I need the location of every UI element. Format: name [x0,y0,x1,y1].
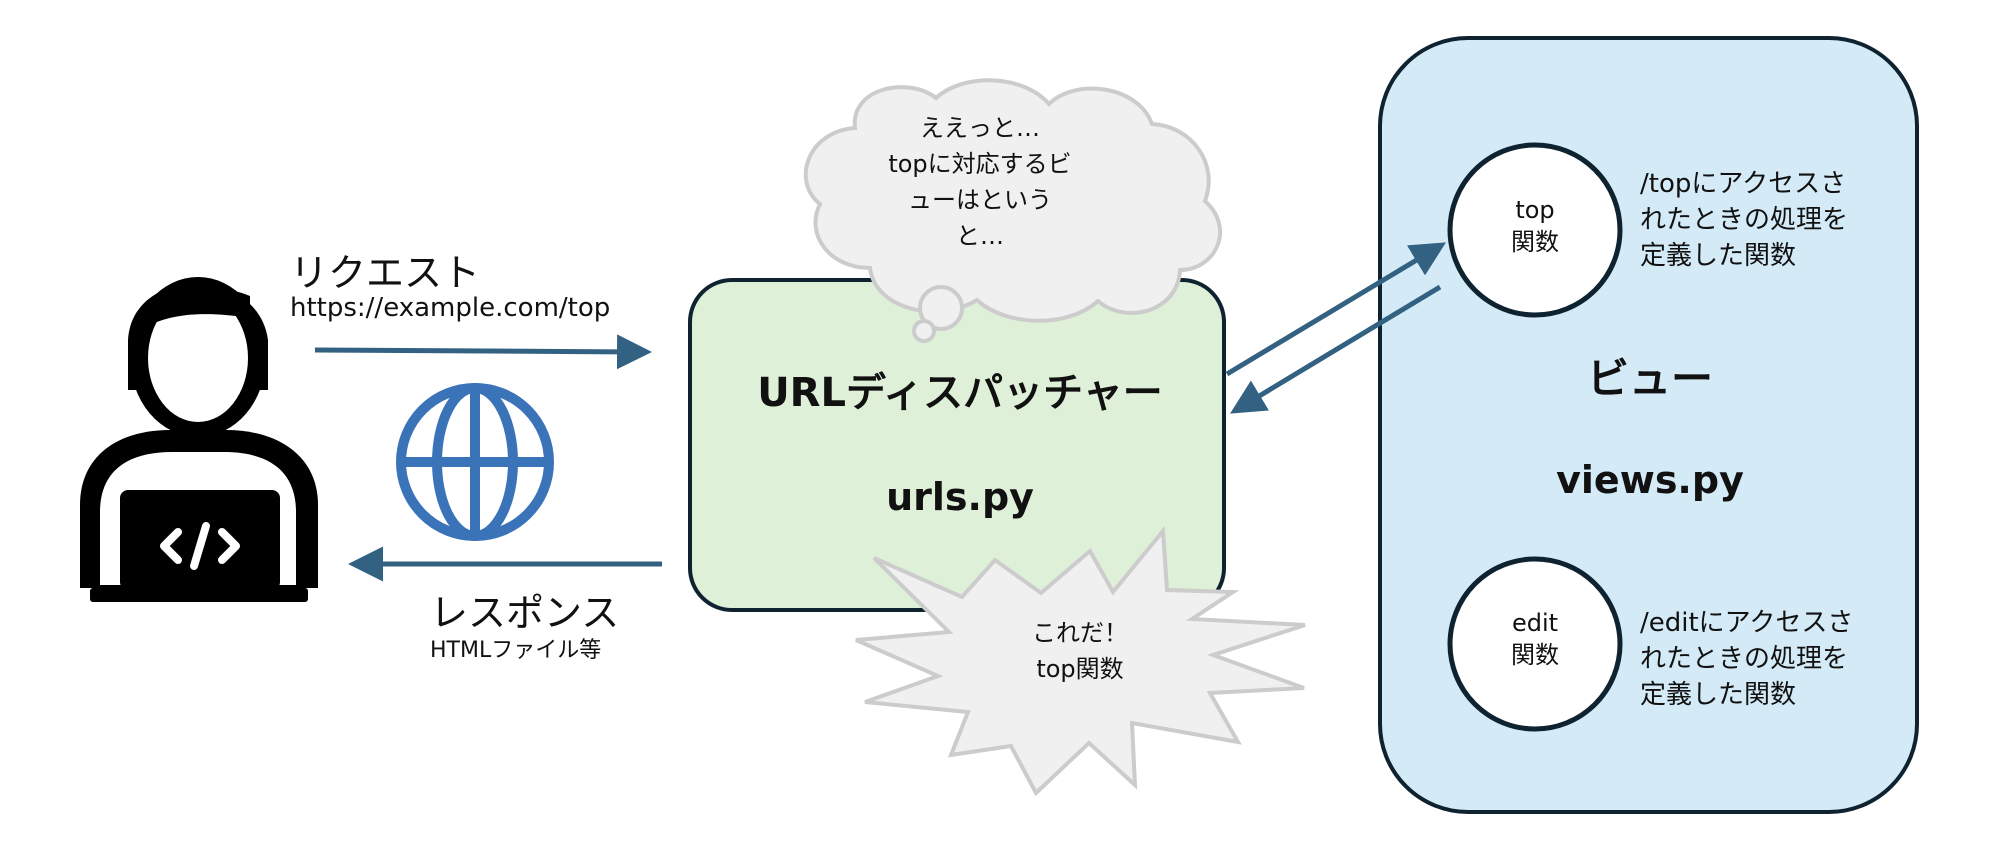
description-line: 定義した関数 [1640,241,1797,271]
description-line: /editにアクセスさ [1640,608,1854,638]
request-title: リクエスト [290,251,481,295]
function-kind: 関数 [1511,228,1559,256]
view-title: ビュー [1586,354,1713,403]
dispatcher-file: urls.py [886,475,1034,519]
thought-line: ええっと… [920,114,1040,142]
description-line: /topにアクセスさ [1640,169,1847,199]
thought-line: と… [956,222,1004,250]
dispatcher-to-view-arrow [1225,242,1446,377]
thought-line: ューはという [908,186,1052,214]
top-function-label: top 関数 [1475,194,1595,258]
function-name: top [1515,196,1555,224]
burst-bubble [855,525,1306,797]
thought-bubble-text: ええっと… topに対応するビ ューはという と… [850,110,1110,254]
thought-bubble [803,78,1223,343]
description-line: 定義した関数 [1640,680,1797,710]
developer-icon [80,277,318,602]
view-to-dispatcher-arrow [1230,284,1442,414]
thought-line: topに対応するビ [888,150,1072,178]
description-line: れたときの処理を [1640,644,1849,674]
top-function-description: /topにアクセスさ れたときの処理を 定義した関数 [1640,166,1890,274]
dispatcher-title: URLディスパッチャー [757,370,1163,416]
globe-icon [396,383,554,541]
top-function-circle [1447,142,1623,318]
request-url: https://example.com/top [290,293,611,323]
description-line: れたときの処理を [1640,205,1849,235]
function-name: edit [1511,609,1559,637]
edit-function-description: /editにアクセスさ れたときの処理を 定義した関数 [1640,605,1890,713]
edit-function-label: edit 関数 [1475,607,1595,671]
burst-line: top関数 [1036,655,1124,683]
edit-function-circle [1447,556,1623,732]
burst-line: これだ！ [1032,619,1128,647]
function-kind: 関数 [1511,641,1559,669]
response-subtitle: HTMLファイル等 [430,638,602,663]
burst-bubble-text: これだ！ top関数 [960,615,1200,687]
response-title: レスポンス [430,591,620,635]
view-file: views.py [1556,458,1744,502]
request-arrow [314,334,652,370]
